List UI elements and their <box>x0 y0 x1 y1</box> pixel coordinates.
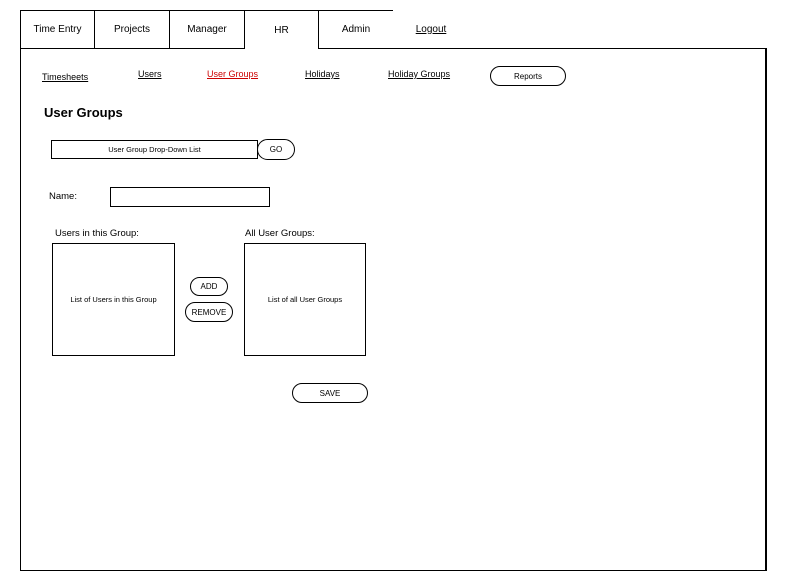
page-title: User Groups <box>44 105 123 120</box>
users-in-group-label: Users in this Group: <box>55 228 139 239</box>
subnav-holidays[interactable]: Holidays <box>305 69 340 79</box>
name-input[interactable] <box>110 187 270 207</box>
add-button[interactable]: ADD <box>190 277 228 296</box>
go-button[interactable]: GO <box>257 139 295 160</box>
user-group-dropdown[interactable]: User Group Drop-Down List <box>51 140 258 159</box>
name-label: Name: <box>49 191 77 202</box>
tab-manager[interactable]: Manager <box>169 10 245 48</box>
users-in-group-list[interactable]: List of Users in this Group <box>52 243 175 356</box>
tab-time-entry[interactable]: Time Entry <box>20 10 95 48</box>
tab-admin[interactable]: Admin <box>318 10 394 48</box>
tab-hr[interactable]: HR <box>244 10 319 49</box>
tab-logout[interactable]: Logout <box>393 10 469 48</box>
subnav-user-groups[interactable]: User Groups <box>207 69 259 79</box>
subnav-users[interactable]: Users <box>138 69 162 79</box>
subnav-timesheets[interactable]: Timesheets <box>42 72 89 82</box>
tab-projects[interactable]: Projects <box>94 10 170 48</box>
all-user-groups-label: All User Groups: <box>245 228 315 239</box>
save-button[interactable]: SAVE <box>292 383 368 403</box>
all-user-groups-list[interactable]: List of all User Groups <box>244 243 366 356</box>
reports-button[interactable]: Reports <box>490 66 566 86</box>
subnav-holiday-groups[interactable]: Holiday Groups <box>388 69 451 79</box>
remove-button[interactable]: REMOVE <box>185 302 233 322</box>
